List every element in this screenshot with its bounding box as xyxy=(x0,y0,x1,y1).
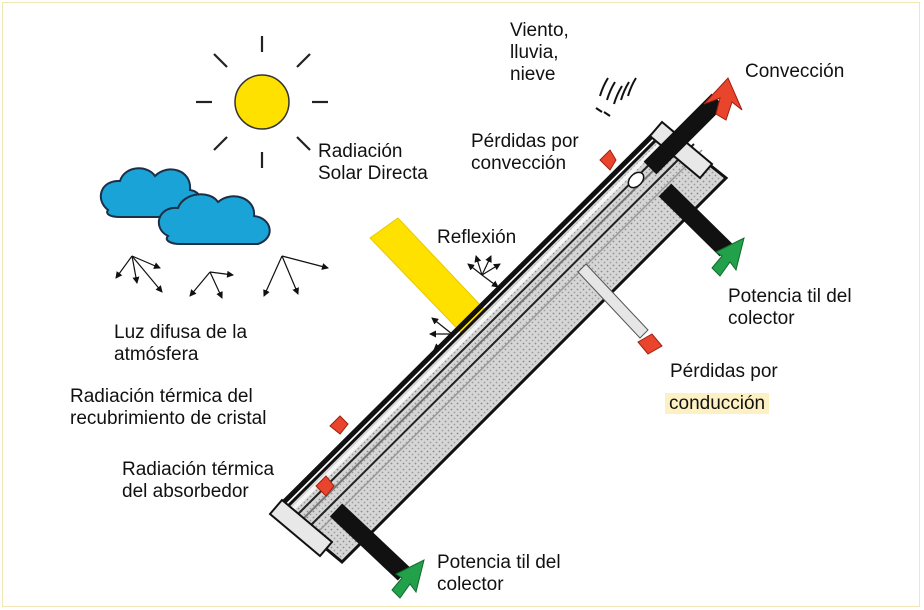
conduction-loss-arrow-icon xyxy=(637,333,663,355)
potencia-bottom-label: Potencia til del colector xyxy=(437,552,561,595)
useful-power-arrow-bottom-icon xyxy=(391,559,425,599)
luz-difusa-label: Luz difusa de la atmósfera xyxy=(114,322,248,365)
conveccion-label: Convección xyxy=(745,61,845,82)
rain-icon xyxy=(595,77,637,117)
cloud-icon xyxy=(99,167,271,245)
potencia-top-label: Potencia til del colector xyxy=(728,286,852,329)
diffuse-light-arrows xyxy=(115,255,329,299)
perdidas-conveccion-label: Pérdidas por convección xyxy=(471,131,579,174)
conduccion-highlight: conducción xyxy=(665,393,770,414)
reflexion-label: Reflexión xyxy=(437,227,517,248)
glass-radiation-arrow-icon xyxy=(329,415,349,435)
sun-icon xyxy=(196,36,328,168)
rad-termica-cristal-label: Radiación térmica del recubrimiento de c… xyxy=(70,386,267,429)
absorber-radiation-arrow-icon xyxy=(315,475,335,497)
viento-label: Viento, lluvia, nieve xyxy=(510,20,569,85)
perdidas-conduccion-label: Pérdidas por xyxy=(670,361,778,382)
convection-arrow-icon xyxy=(703,77,743,121)
rad-termica-absorbedor-label: Radiación térmica del absorbedor xyxy=(122,459,275,502)
useful-power-arrows xyxy=(391,237,745,599)
convection-loss-arrow-icon xyxy=(599,149,617,171)
loss-arrows xyxy=(315,77,743,497)
radiacion-solar-label: Radiación Solar Directa xyxy=(318,141,428,184)
solar-collector xyxy=(268,93,733,581)
useful-power-arrow-top-icon xyxy=(711,237,745,277)
conduccion-label: conducción xyxy=(665,393,770,415)
